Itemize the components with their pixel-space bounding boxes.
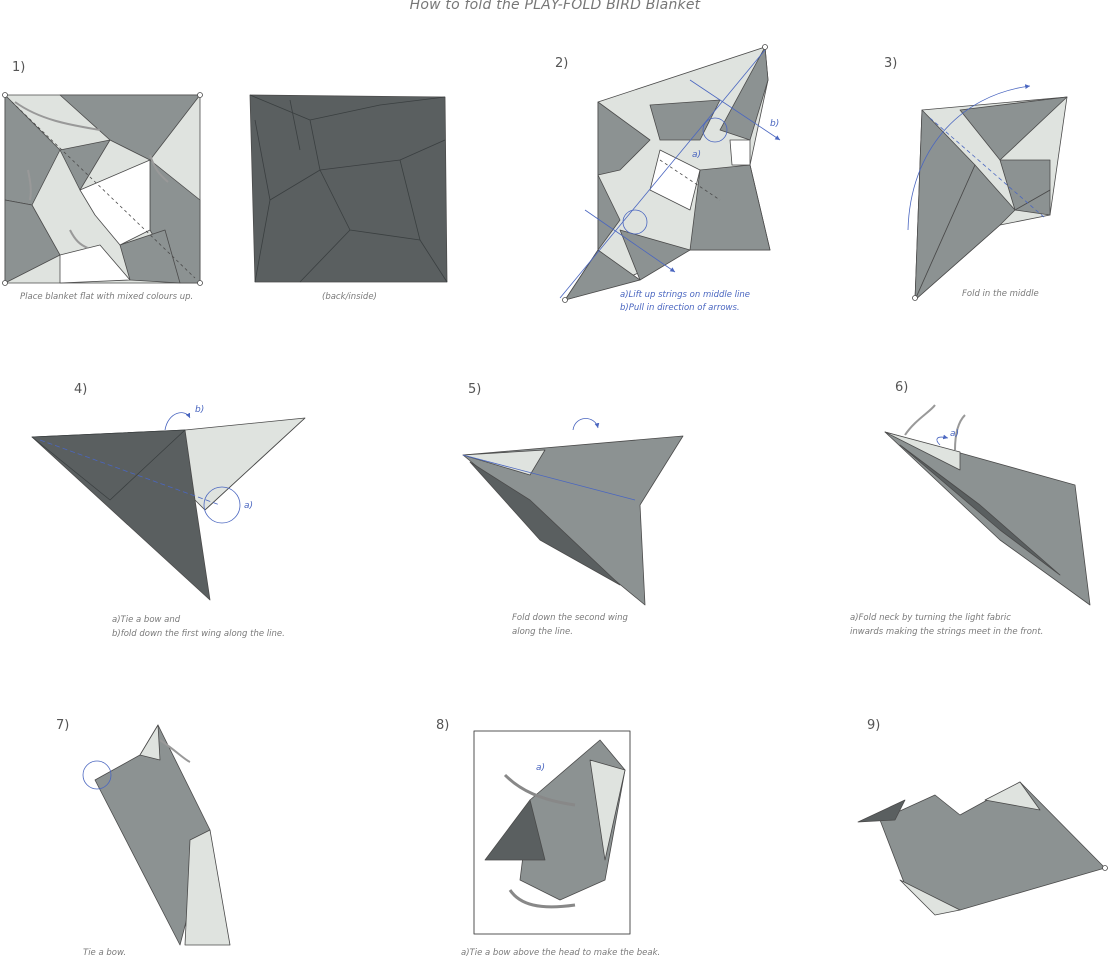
step-5-caption-b: along the line. xyxy=(512,627,573,637)
step-4-diagram xyxy=(31,412,306,601)
step-1-number: 1) xyxy=(12,60,26,75)
step-8-caption: a)Tie a bow above the head to make the b… xyxy=(461,948,661,958)
step-5-caption-a: Fold down the second wing xyxy=(512,613,628,623)
step-6-number: 6) xyxy=(895,380,909,395)
step-2-label-a: a) xyxy=(692,150,701,160)
step-2-diagram xyxy=(559,44,781,303)
step-1-caption: Place blanket flat with mixed colours up… xyxy=(20,292,194,302)
step-2-caption-a: a)Lift up strings on middle line xyxy=(620,290,751,300)
step-4-caption-b: b)fold down the first wing along the lin… xyxy=(112,629,285,639)
step-1-back-caption: (back/inside) xyxy=(322,292,377,302)
step-3-number: 3) xyxy=(884,56,898,71)
step-2-number: 2) xyxy=(555,56,569,71)
step-8-label-a: a) xyxy=(536,763,545,773)
step-6-diagram xyxy=(884,404,1091,606)
step-4-label-a: a) xyxy=(244,501,253,511)
step-4-label-b: b) xyxy=(195,405,204,415)
step-7-number: 7) xyxy=(56,718,70,733)
step-4-number: 4) xyxy=(74,382,88,397)
step-5-diagram xyxy=(462,418,684,606)
step-4-caption-a: a)Tie a bow and xyxy=(112,615,181,625)
step-7-caption: Tie a bow. xyxy=(83,948,127,958)
step-2-label-b: b) xyxy=(770,119,779,129)
step-6-caption-b: inwards making the strings meet in the f… xyxy=(850,627,1044,637)
step-1-blanket-back xyxy=(249,94,448,283)
step-8-number: 8) xyxy=(436,718,450,733)
step-6-label-a: a) xyxy=(950,429,959,439)
step-6-caption-a: a)Fold neck by turning the light fabric xyxy=(850,613,1011,623)
step-3-caption: Fold in the middle xyxy=(962,289,1039,299)
step-5-number: 5) xyxy=(468,382,482,397)
step-3-diagram xyxy=(907,84,1068,301)
step-2-caption-b: b)Pull in direction of arrows. xyxy=(620,303,740,313)
step-7-diagram xyxy=(82,724,231,946)
step-1-blanket-front xyxy=(2,92,203,286)
step-9-number: 9) xyxy=(867,718,881,733)
step-8-diagram xyxy=(473,730,631,935)
step-9-diagram xyxy=(857,781,1108,916)
page-title: How to fold the PLAY-FOLD BIRD Blanket xyxy=(409,0,701,13)
